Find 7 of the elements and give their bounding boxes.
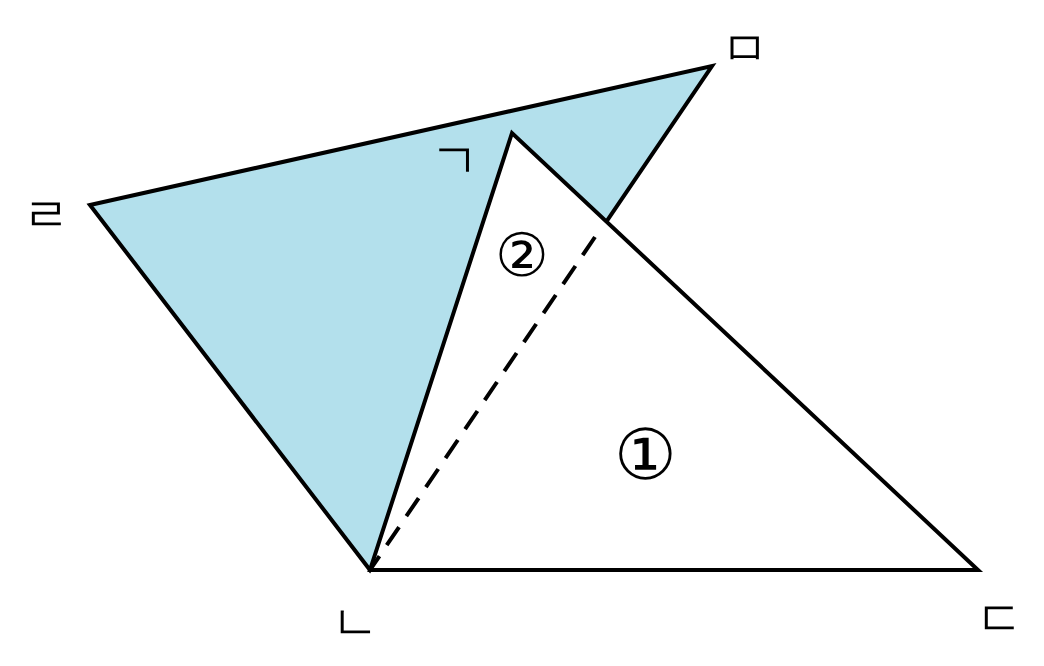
- vertex-label: ㄴ: [331, 598, 379, 646]
- vertex-label: ㄷ: [976, 594, 1024, 642]
- region-number: ②: [495, 225, 549, 285]
- region-number: ①: [613, 420, 677, 490]
- vertex-label: ㄹ: [22, 190, 70, 238]
- vertex-label: ㅁ: [721, 24, 769, 72]
- vertex-label: ㄱ: [431, 136, 479, 184]
